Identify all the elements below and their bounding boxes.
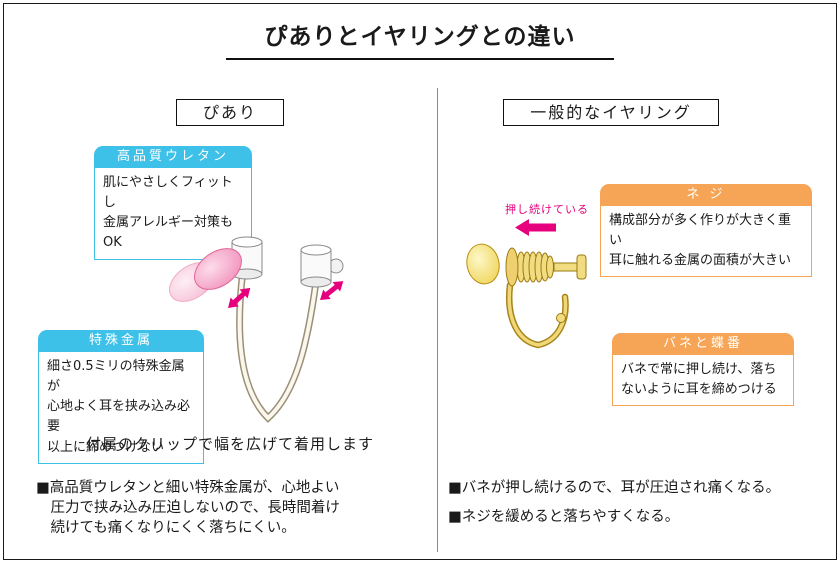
screw-mechanism-icon [505, 247, 587, 287]
callout-spring-hinge-text: バネで常に押し続け、落ち ないように耳を締めつける [612, 354, 794, 407]
right-summary: ■バネが押し続けるので、耳が圧迫され痛くなる。 ■ネジを緩めると落ちやすくなる。 [448, 478, 830, 536]
press-note: 押し続けている [505, 203, 589, 216]
piari-earring-illustration [169, 236, 344, 423]
page-border-frame [3, 3, 837, 560]
clip-cylinder-left-icon [231, 236, 263, 280]
callout-screw-text: 構成部分が多く作りが大きく重い 耳に触れる金属の面積が大きい [600, 205, 812, 278]
callout-spring-hinge-label: バネと蝶番 [612, 333, 794, 354]
squeeze-arrow-left-icon [228, 287, 251, 308]
hinge-dot-icon [556, 313, 566, 323]
right-section-header: 一般的なイヤリング [503, 99, 719, 126]
press-arrow-icon [515, 219, 556, 236]
fitting-caption: 付属のクリップで幅を広げて着用します [85, 435, 374, 453]
callout-special-metal-label: 特殊金属 [38, 330, 204, 351]
callout-screw: ネ ジ 構成部分が多く作りが大きく重い 耳に触れる金属の面積が大きい [600, 184, 812, 278]
clip-cylinder-right-icon [300, 244, 344, 288]
title-wrap: ぴありとイヤリングとの違い [0, 17, 840, 60]
squeeze-arrow-right-icon [320, 281, 344, 300]
right-section-header-label: 一般的なイヤリング [530, 103, 692, 122]
right-summary-bullet: ■ネジを緩めると落ちやすくなる。 [448, 509, 680, 525]
left-section-header-label: ぴあり [202, 103, 257, 122]
urethane-pads-icon [169, 248, 242, 302]
vertical-divider [437, 88, 438, 552]
callout-special-metal: 特殊金属 細さ0.5ミリの特殊金属が 心地よく耳を挟み込み必要 以上に締めつけな… [38, 330, 204, 464]
left-section-header: ぴあり [176, 99, 284, 126]
callout-urethane-label: 高品質ウレタン [94, 146, 252, 167]
callout-spring-hinge: バネと蝶番 バネで常に押し続け、落ち ないように耳を締めつける [612, 333, 794, 407]
left-summary: ■高品質ウレタンと細い特殊金属が、心地よい 圧力で挟み込み圧迫しないので、長時間… [36, 478, 434, 547]
callout-screw-label: ネ ジ [600, 184, 812, 205]
callout-urethane-text: 肌にやさしくフィットし 金属アレルギー対策もOK [94, 167, 252, 260]
gold-ear-pad-icon [466, 243, 500, 285]
earring-hook-icon [506, 281, 569, 349]
special-metal-wire-icon [236, 266, 320, 423]
regular-earring-illustration [466, 243, 587, 349]
right-summary-bullet: ■バネが押し続けるので、耳が圧迫され痛くなる。 [448, 480, 781, 496]
callout-special-metal-text: 細さ0.5ミリの特殊金属が 心地よく耳を挟み込み必要 以上に締めつけない [38, 351, 204, 464]
left-summary-bullet: ■高品質ウレタンと細い特殊金属が、心地よい 圧力で挟み込み圧迫しないので、長時間… [36, 480, 340, 536]
page-title: ぴありとイヤリングとの違い [226, 17, 614, 60]
callout-urethane: 高品質ウレタン 肌にやさしくフィットし 金属アレルギー対策もOK [94, 146, 252, 260]
